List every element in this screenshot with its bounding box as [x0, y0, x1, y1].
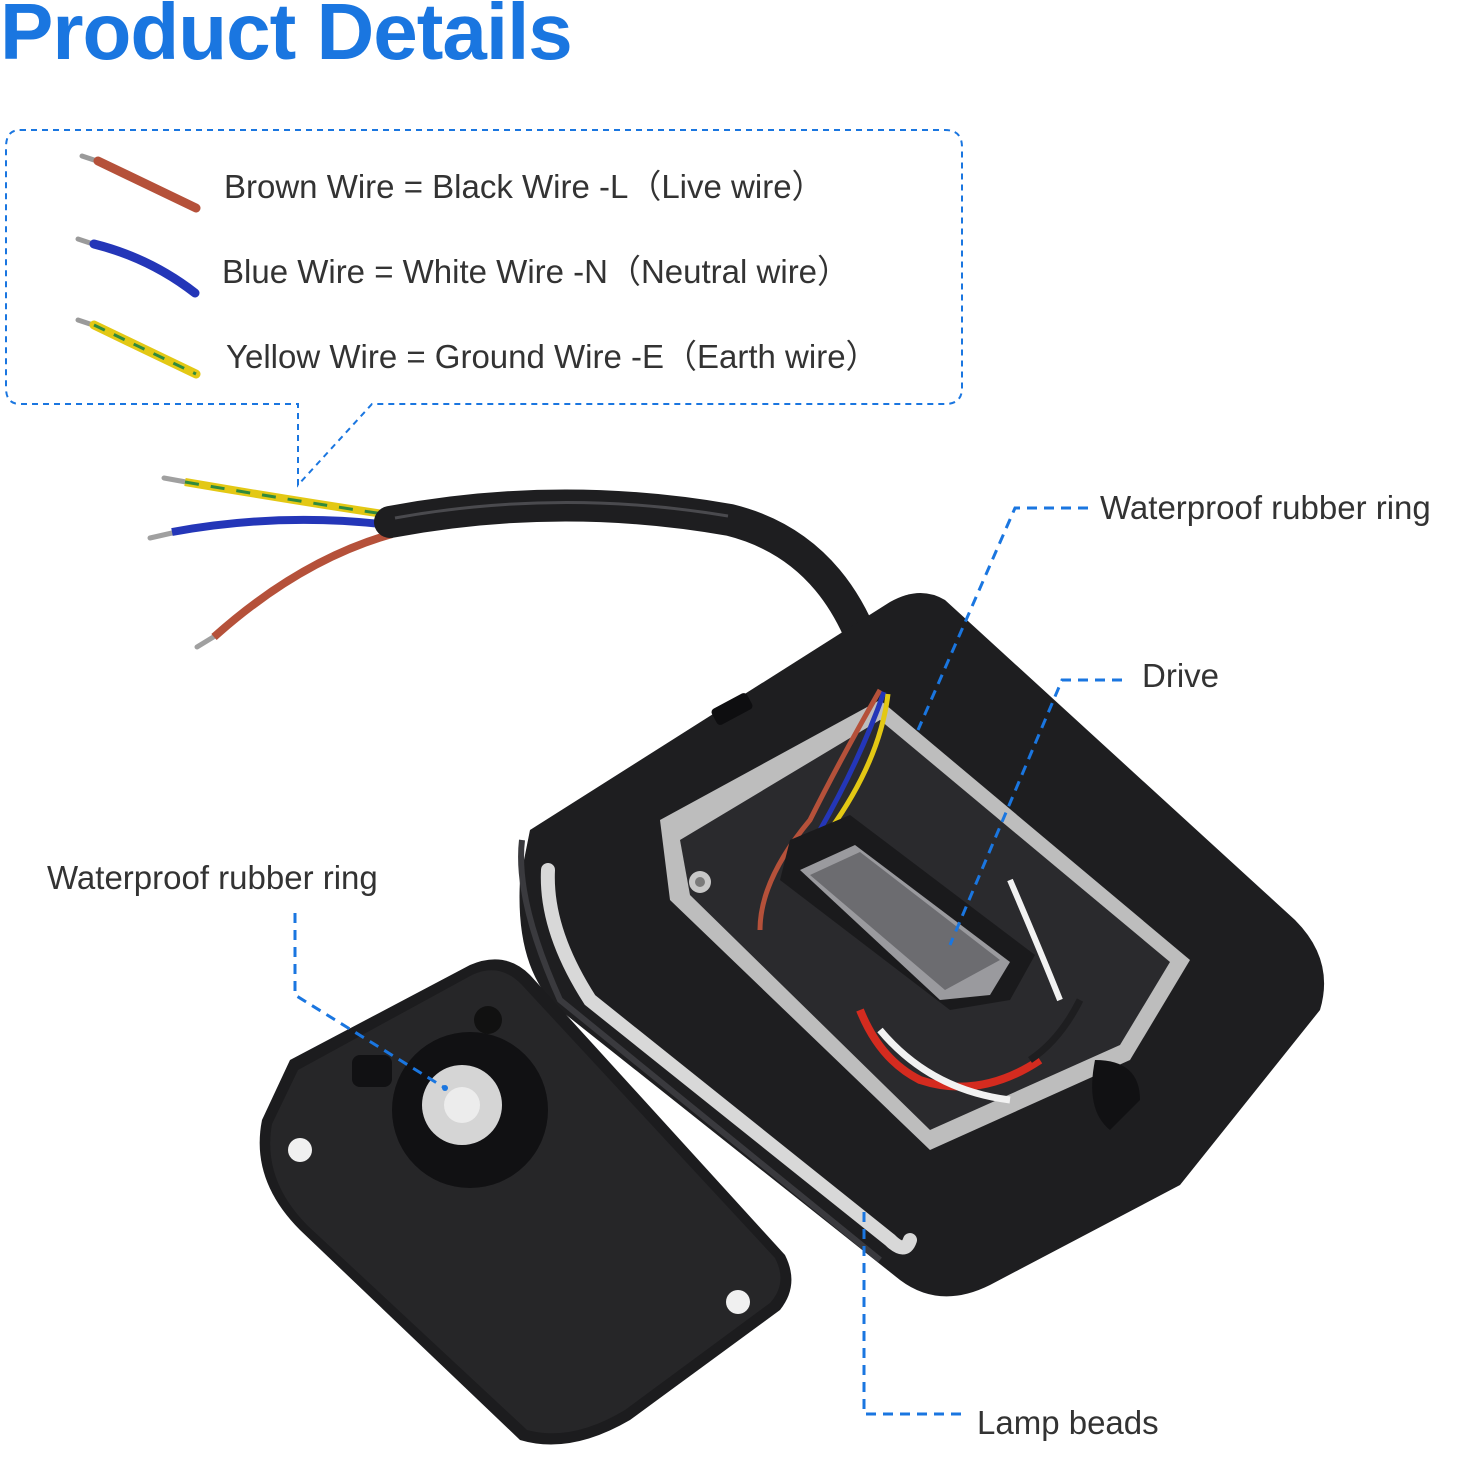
black-cable — [374, 489, 896, 716]
brown-wire-icon — [79, 153, 201, 213]
callout-lamp-beads: Lamp beads — [977, 1404, 1159, 1441]
internal-wires — [757, 688, 1084, 1104]
callout-rubber-ring-top: Waterproof rubber ring — [1100, 489, 1431, 526]
legend-neutral-wire: Blue Wire = White Wire -N（Neutral wire） — [222, 253, 851, 290]
cover-plate — [259, 959, 792, 1445]
loose-wires — [147, 475, 394, 650]
driver-box — [780, 815, 1035, 1010]
blue-wire-icon — [75, 236, 200, 298]
callout-leaders — [293, 506, 1122, 1416]
page-title: Product Details — [0, 0, 573, 76]
drive-leader — [948, 678, 1122, 946]
rubber-ring-top-leader — [916, 506, 1088, 731]
legend-live-wire: Brown Wire = Black Wire -L（Live wire） — [224, 168, 825, 205]
cover-ring-target-dot — [442, 1085, 448, 1091]
callout-drive: Drive — [1142, 657, 1220, 694]
legend-bubble-outline — [5, 129, 963, 488]
yellow-green-wire-icon — [75, 317, 201, 379]
lamp-bead-strip — [540, 863, 917, 1255]
legend-earth-wire: Yellow Wire = Ground Wire -E（Earth wire） — [226, 338, 879, 375]
callout-rubber-ring-cover: Waterproof rubber ring — [47, 859, 378, 896]
